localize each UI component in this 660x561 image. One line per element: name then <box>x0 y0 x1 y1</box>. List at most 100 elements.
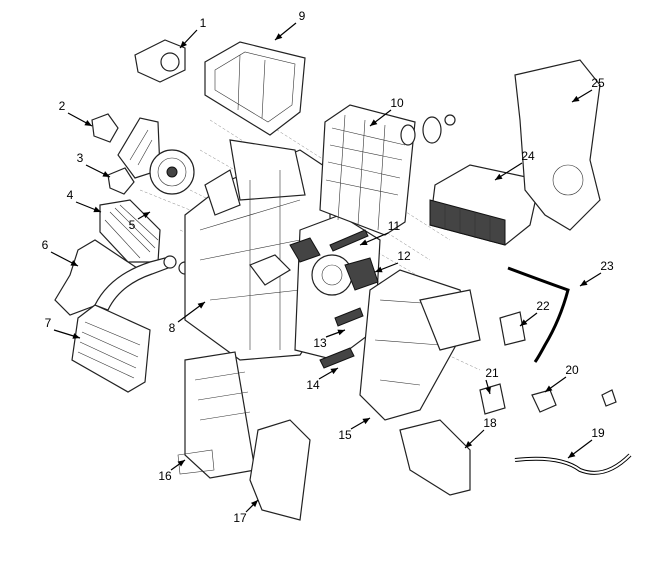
callout-24: 24 <box>494 149 535 181</box>
callout-number: 3 <box>77 151 84 165</box>
part-19 <box>514 453 632 475</box>
callout-number: 22 <box>536 299 550 313</box>
callout-number: 11 <box>388 219 401 233</box>
part-8-main-case <box>184 139 331 361</box>
callout-number: 10 <box>390 96 404 110</box>
arrowhead-icon <box>250 500 258 508</box>
part-6 <box>54 239 141 316</box>
callout-7: 7 <box>45 316 81 339</box>
callout-number: 12 <box>397 249 411 263</box>
part-22 <box>499 311 526 346</box>
part-18 <box>399 419 471 496</box>
callout-16: 16 <box>158 459 186 483</box>
callout-number: 23 <box>600 259 614 273</box>
arrowhead-icon <box>142 212 150 219</box>
arrowhead-icon <box>72 333 80 339</box>
callout-13: 13 <box>313 329 346 350</box>
arrowhead-icon <box>330 368 338 375</box>
part-21 <box>479 383 506 415</box>
callout-21: 21 <box>485 366 499 395</box>
arrowhead-icon <box>545 385 553 392</box>
arrowhead-icon <box>102 171 110 177</box>
part-2 <box>91 113 119 143</box>
callout-19: 19 <box>567 426 605 459</box>
arrowhead-icon <box>362 418 370 425</box>
callout-5: 5 <box>129 211 151 232</box>
callout-number: 17 <box>233 511 247 525</box>
callout-12: 12 <box>374 249 411 273</box>
callout-number: 15 <box>338 428 352 442</box>
arrowhead-icon <box>520 319 528 326</box>
callout-17: 17 <box>233 499 259 525</box>
callout-number: 5 <box>129 218 136 232</box>
callout-20: 20 <box>544 363 579 393</box>
callout-number: 7 <box>45 316 52 330</box>
callout-number: 8 <box>169 321 176 335</box>
arrowhead-icon <box>465 441 473 448</box>
part-seals <box>400 114 456 146</box>
arrowhead-icon <box>572 95 580 102</box>
callout-1: 1 <box>179 16 207 49</box>
callout-25: 25 <box>571 76 605 103</box>
arrowhead-icon <box>337 329 345 336</box>
part-14 <box>319 347 355 369</box>
callout-number: 24 <box>521 149 535 163</box>
part-25 <box>514 59 601 231</box>
part-20 <box>531 389 617 413</box>
part-filter <box>204 41 306 136</box>
part-13 <box>334 307 364 327</box>
part-16 <box>177 351 256 479</box>
callout-18: 18 <box>464 416 497 449</box>
callout-11: 11 <box>359 219 401 246</box>
part-fan <box>149 149 195 195</box>
callout-number: 25 <box>591 76 605 90</box>
callout-number: 18 <box>483 416 497 430</box>
arrowhead-icon <box>580 279 588 286</box>
callout-number: 20 <box>565 363 579 377</box>
part-10-evaporator <box>319 104 416 236</box>
callout-6: 6 <box>42 238 79 267</box>
callout-number: 1 <box>200 16 207 30</box>
callout-2: 2 <box>59 99 93 127</box>
callout-10: 10 <box>369 96 404 127</box>
callout-4: 4 <box>67 188 102 213</box>
callout-number: 16 <box>158 469 172 483</box>
part-23 <box>507 266 570 363</box>
part-1 <box>134 39 186 83</box>
arrowhead-icon <box>275 33 283 40</box>
part-3 <box>107 167 135 195</box>
callout-number: 4 <box>67 188 74 202</box>
arrowhead-icon <box>197 302 205 309</box>
arrowhead-icon <box>177 460 185 467</box>
callout-9: 9 <box>274 9 306 41</box>
callout-14: 14 <box>306 367 339 392</box>
part-17 <box>249 419 311 521</box>
arrowhead-icon <box>360 239 368 245</box>
part-24 <box>429 164 541 246</box>
part-fan-housing <box>117 117 161 179</box>
callout-15: 15 <box>338 417 371 442</box>
callout-number: 19 <box>591 426 605 440</box>
callout-23: 23 <box>579 259 614 287</box>
arrowhead-icon <box>495 173 503 180</box>
arrowhead-icon <box>93 206 101 213</box>
callout-8: 8 <box>169 301 206 335</box>
callout-3: 3 <box>77 151 111 178</box>
arrowhead-icon <box>180 40 187 48</box>
part-11 <box>329 229 369 252</box>
callout-22: 22 <box>519 299 550 327</box>
callout-number: 9 <box>299 9 306 23</box>
callout-number: 2 <box>59 99 66 113</box>
arrowhead-icon <box>485 386 491 394</box>
part-middle-case <box>289 214 381 361</box>
part-7 <box>71 304 151 393</box>
callout-number: 13 <box>313 336 327 350</box>
arrowhead-icon <box>370 119 378 126</box>
arrowhead-icon <box>375 266 383 273</box>
callout-number: 21 <box>485 366 499 380</box>
callout-number: 14 <box>306 378 320 392</box>
part-15-right-case <box>359 269 481 421</box>
